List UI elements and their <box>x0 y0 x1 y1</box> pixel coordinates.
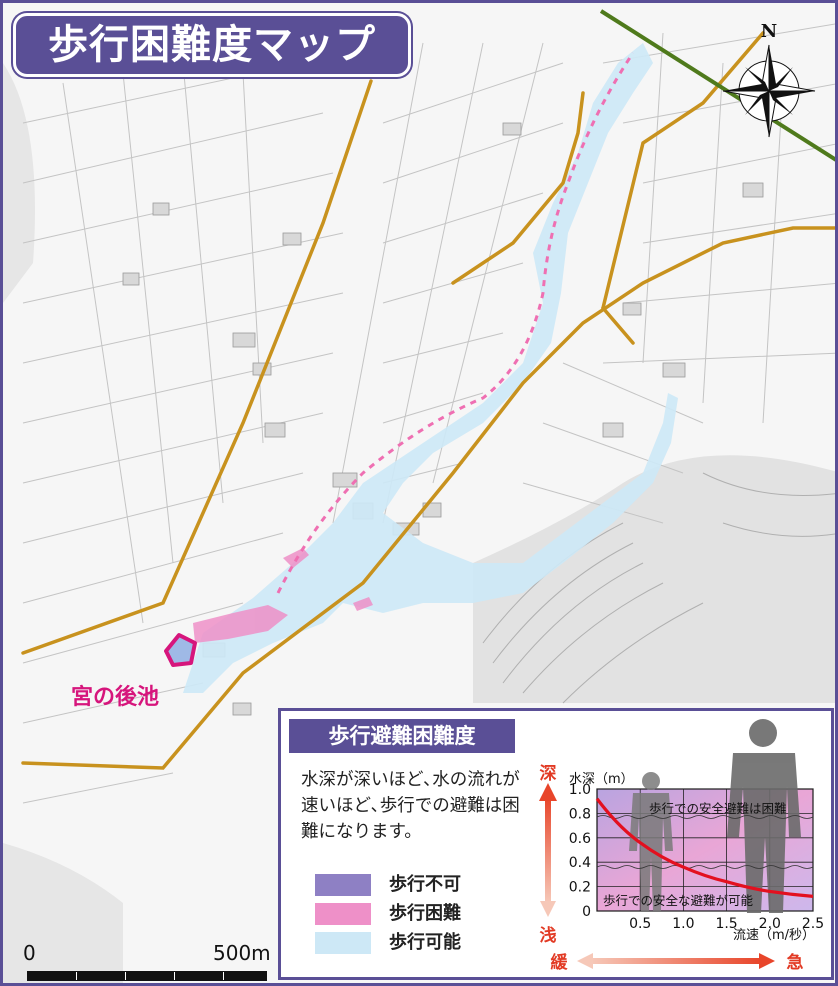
chart-y-tick-label: 1.0 <box>569 782 591 798</box>
depth-arrow-bottom-label: 浅 <box>540 925 557 946</box>
compass-rose-icon: N <box>722 21 816 138</box>
depth-arrow-top-label: 深 <box>540 763 557 784</box>
pond-name-label: 宮の後池 <box>71 685 160 710</box>
chart-y-tick-label: 0.4 <box>569 855 591 871</box>
legend-panel: 歩行避難困難度 水深が深いほど､水の流れが速いほど､歩行での避難は困難になります… <box>278 708 834 980</box>
roads <box>21 31 835 770</box>
scale-ruler <box>27 971 267 981</box>
scale-zero-label: 0 <box>23 941 36 965</box>
water-waves <box>596 815 814 869</box>
legend-swatch-impassable <box>315 874 371 896</box>
railway-line <box>599 9 835 162</box>
parcel-grid <box>22 23 835 804</box>
scale-bar: 0 500m <box>23 941 273 981</box>
speed-arrow-icon <box>577 953 775 969</box>
legend-swatch-difficult <box>315 903 371 925</box>
chart-y-tick-label: 0 <box>582 904 591 920</box>
hill-area-west <box>3 63 35 303</box>
chart-y-tick-label: 0.6 <box>569 831 591 847</box>
compass-north-label: N <box>761 21 777 42</box>
chart-x-tick-label: 1.0 <box>672 916 694 932</box>
depth-velocity-chart: 歩行での安全避難は困難 歩行での安全な避難が可能 0 0.2 0.4 0.6 0.8 1.… <box>539 719 824 973</box>
chart-x-tick-label: 0.5 <box>629 916 651 932</box>
base-map[interactable] <box>3 3 838 986</box>
legend-swatch-walkable <box>315 932 371 954</box>
chart-y-tick-label: 0.2 <box>569 880 591 896</box>
map-title: 歩行困難度マップ <box>13 13 411 77</box>
hill-area-east <box>473 455 835 703</box>
legend-label-walkable: 歩行可能 <box>389 932 461 953</box>
chart-x-tick-label: 1.5 <box>715 916 737 932</box>
pond-outline[interactable] <box>164 633 197 667</box>
flood-zone-walkable[interactable] <box>183 43 678 693</box>
chart-y-ticks: 0 0.2 0.4 0.6 0.8 1.0 <box>569 782 591 920</box>
speed-arrow-left-label: 緩 <box>551 952 569 973</box>
legend-item-difficult: 歩行困難 <box>315 902 525 928</box>
depth-arrow-icon <box>539 783 557 917</box>
chart-annotation-upper: 歩行での安全避難は困難 <box>649 801 787 816</box>
legend-label-impassable: 歩行不可 <box>389 874 461 895</box>
chart-x-tick-label: 2.5 <box>802 916 824 932</box>
chart-y-axis-label: 水深（m） <box>569 772 634 787</box>
scale-end-label: 500m <box>213 941 271 965</box>
chart-threshold-curve <box>595 797 814 898</box>
chart-y-tick-label: 0.8 <box>569 806 591 822</box>
legend-item-walkable: 歩行可能 <box>315 931 525 957</box>
legend-description: 水深が深いほど､水の流れが速いほど､歩行での避難は困難になります。 <box>301 770 520 842</box>
legend-heading: 歩行避難困難度 <box>289 719 515 753</box>
hill-area-southwest <box>3 843 123 983</box>
river-channel <box>276 52 635 594</box>
chart-x-axis-label: 流速（m/秒） <box>733 928 815 943</box>
person-silhouette-adult-icon <box>727 719 801 913</box>
speed-arrow-right-label: 急 <box>787 952 804 973</box>
legend-item-impassable: 歩行不可 <box>315 873 525 899</box>
chart-x-ticks: 0.5 1.0 1.5 2.0 2.5 <box>629 916 824 932</box>
legend-label-difficult: 歩行困難 <box>389 903 461 924</box>
chart-annotation-lower: 歩行での安全な避難が可能 <box>603 893 754 908</box>
chart-x-tick-label: 2.0 <box>759 916 781 932</box>
